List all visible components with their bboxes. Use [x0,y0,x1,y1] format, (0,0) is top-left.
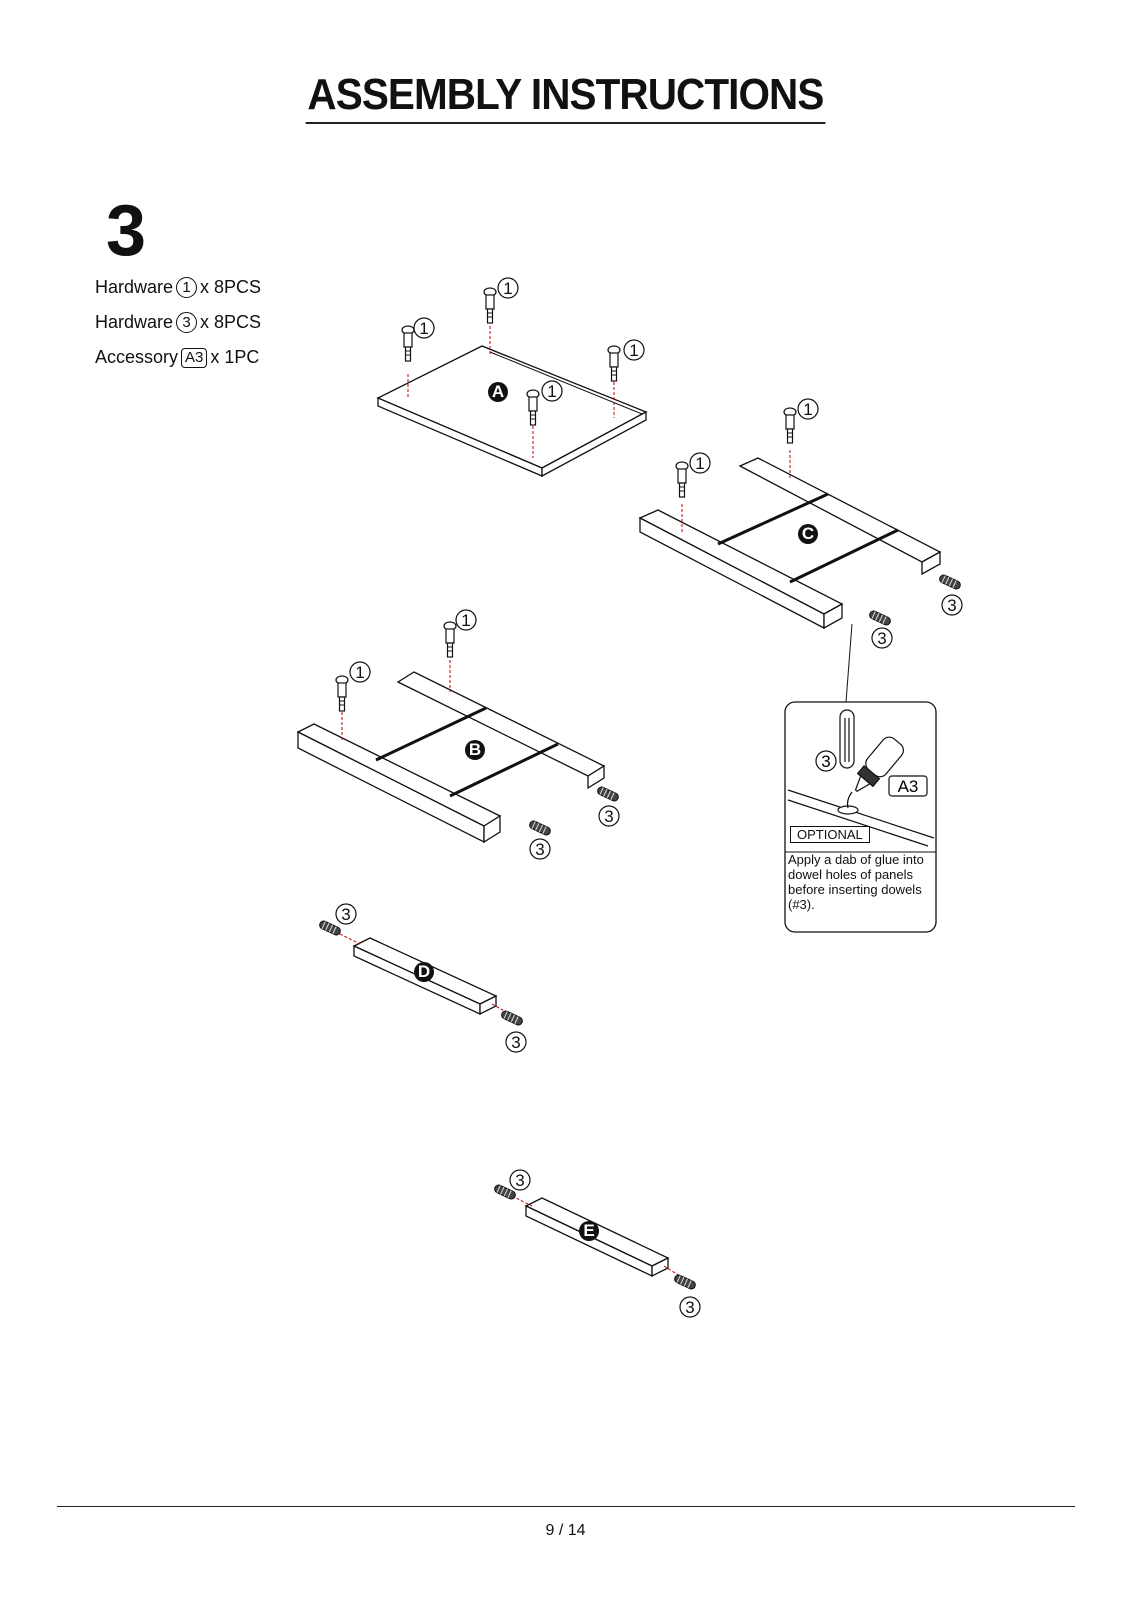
part-badges [414,382,818,1241]
callout-3: 3 [877,629,886,648]
callout-3: 3 [515,1171,524,1190]
dowel-icon [595,785,621,803]
hardware-list-item: Accessory A3 x 1PC [95,347,259,368]
glue-accessory-badge: A3 [898,777,919,796]
frame-c [638,457,942,630]
glue-hardware-badge: 3 [821,752,830,771]
hardware-label: Accessory [95,347,179,367]
callout-3: 3 [604,807,613,826]
part-label-e: E [583,1221,594,1240]
glue-detail-box [784,701,937,933]
part-label-d: D [418,962,430,981]
dowel-icon [499,1009,525,1027]
guide-line [339,933,361,945]
callout-3: 3 [511,1033,520,1052]
accessory-badge: A3 [181,347,208,368]
callout-1: 1 [803,400,812,419]
optional-label: OPTIONAL [790,826,870,843]
callout-1: 1 [629,341,638,360]
part-label-b: B [469,740,481,759]
callout-1: 1 [503,279,512,298]
page-number: 9 / 14 [545,1522,586,1539]
hardware-badge: 3 [176,312,198,333]
callout-3: 3 [341,905,350,924]
guide-line [663,1265,681,1277]
callout-3: 3 [535,840,544,859]
callout-1: 1 [461,611,470,630]
cam-bolt-icon [783,407,797,444]
part-label-a: A [492,382,504,401]
callout-3: 3 [947,596,956,615]
hardware-label: Hardware [95,277,174,297]
guide-lines [341,660,451,740]
hardware-list-item: Hardware 1 x 8PCS [95,277,261,298]
hardware-qty: x 8PCS [200,312,262,332]
hardware-label: Hardware [95,312,174,332]
cam-bolt-icon [675,461,689,498]
frame-b [296,671,606,844]
guide-lines [407,326,615,458]
panel-a [376,345,648,478]
guide-line [511,1195,533,1207]
cam-bolt-icon [335,675,349,712]
cam-bolt-icon [443,621,457,658]
hardware-list-item: Hardware 3 x 8PCS [95,312,261,333]
dowel-icon [672,1273,698,1291]
guide-lines [681,450,791,532]
dowel-icon [527,819,553,837]
callout-1: 1 [547,382,556,401]
glue-detail-drawing [787,709,935,847]
hardware-qty: x 8PCS [200,277,262,297]
dowel-icon [317,919,343,937]
callout-1: 1 [419,319,428,338]
part-label-c: C [802,524,814,543]
callout-3: 3 [685,1298,694,1317]
footer-rule [57,1506,1075,1507]
page-title: ASSEMBLY INSTRUCTIONS [0,70,1131,124]
detail-leader-line [845,623,853,703]
step-number: 3 [106,191,147,271]
hardware-qty: x 1PC [210,347,260,367]
dowel-icon [937,573,963,591]
callout-1: 1 [355,663,364,682]
hardware-badge: 1 [176,277,198,298]
dowel-icon [867,609,893,627]
callout-circle [815,750,837,772]
glue-note: Apply a dab of glue into dowel holes of … [788,852,924,912]
callout-1: 1 [695,454,704,473]
callout-circles [335,277,963,1318]
